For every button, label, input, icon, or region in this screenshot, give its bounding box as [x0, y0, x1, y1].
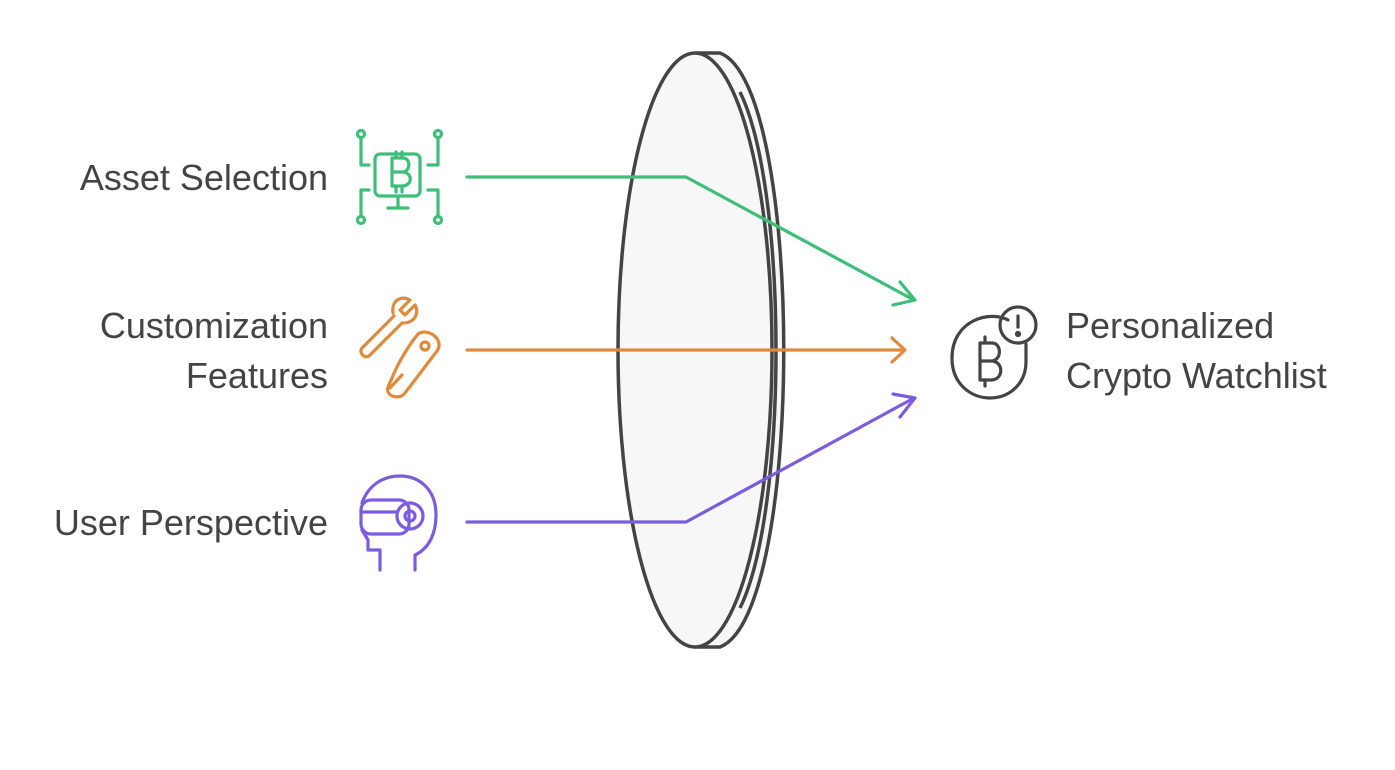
- wrench-pocketknife-icon: [359, 296, 441, 399]
- bitcoin-alert-icon: [950, 305, 1038, 400]
- label-customization-line2: Features: [185, 355, 328, 396]
- label-user-perspective: User Perspective: [54, 498, 328, 548]
- connector-asset-selection: [465, 175, 917, 307]
- label-output-line2: Crypto Watchlist: [1066, 355, 1327, 396]
- connector-customization-features: [465, 336, 907, 364]
- bitcoin-monitor-circuit-icon: [355, 128, 444, 226]
- label-personalized-crypto-watchlist: Personalized Crypto Watchlist: [1066, 301, 1327, 401]
- connector-user-perspective: [465, 392, 917, 524]
- label-customization-line1: Customization: [99, 305, 328, 346]
- label-asset-selection-text: Asset Selection: [79, 157, 328, 198]
- label-asset-selection: Asset Selection: [80, 153, 328, 203]
- label-output-line1: Personalized: [1066, 305, 1275, 346]
- label-user-perspective-text: User Perspective: [53, 502, 328, 543]
- vr-headset-head-icon: [359, 474, 438, 572]
- label-customization-features: Customization Features: [100, 301, 328, 401]
